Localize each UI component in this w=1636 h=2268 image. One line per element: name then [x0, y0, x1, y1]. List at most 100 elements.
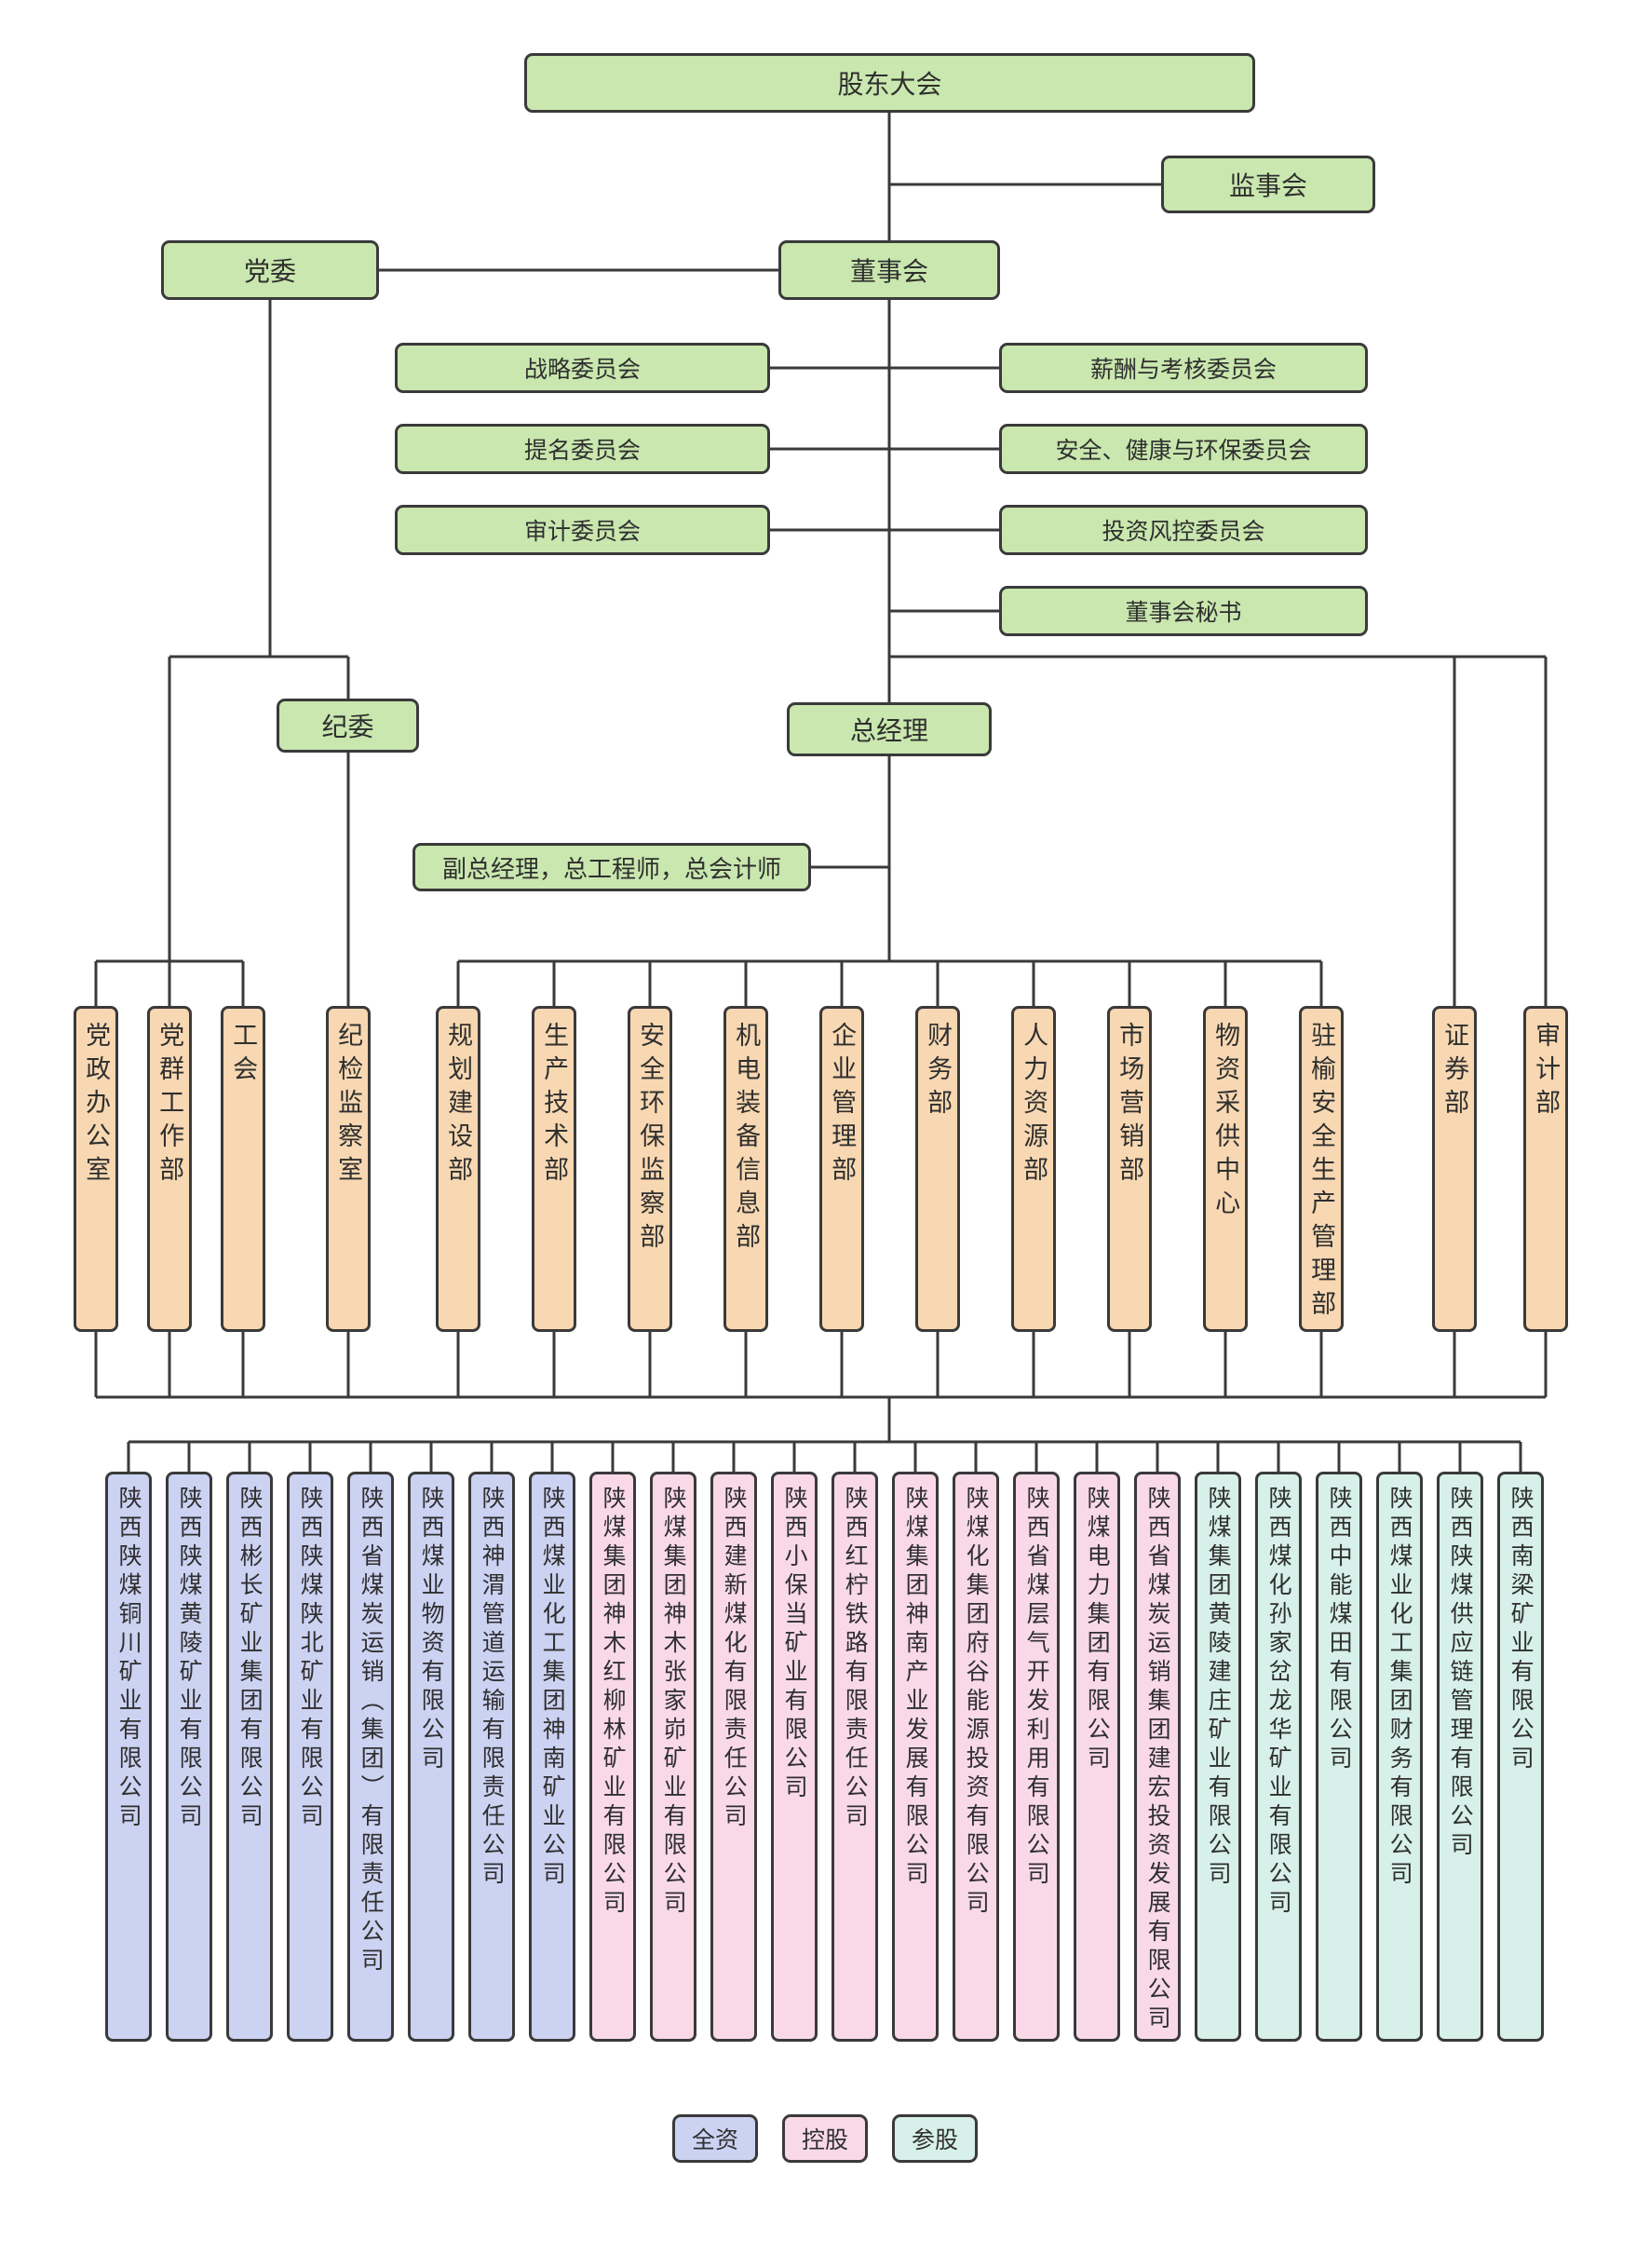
department-label: 规划建设部 [444, 1022, 473, 1189]
department-label: 物资采供中心 [1211, 1022, 1240, 1223]
box-label: 提名委员会 [523, 438, 641, 464]
subsidiary-box: 陕西陕煤铜川矿业有限公司 [105, 1472, 152, 2042]
box-strategy-committee: 战略委员会 [395, 343, 770, 393]
box-label: 审计委员会 [523, 519, 641, 545]
subsidiary-label: 陕煤集团神木张家峁矿业有限公司 [660, 1486, 687, 1919]
subsidiary-box: 陕西煤业化工集团神南矿业公司 [529, 1472, 575, 2042]
subsidiary-box: 陕西省煤炭运销（集团）有限责任公司 [347, 1472, 394, 2042]
subsidiary-label: 陕西陕煤陕北矿业有限公司 [297, 1486, 324, 1832]
subsidiary-box: 陕西彬长矿业集团有限公司 [226, 1472, 273, 2042]
department-box: 纪检监察室 [326, 1006, 371, 1332]
department-box: 规划建设部 [436, 1006, 480, 1332]
department-label: 审计部 [1532, 1022, 1561, 1122]
department-box: 驻榆安全生产管理部 [1299, 1006, 1344, 1332]
legend-equity-participation: 参股 [892, 2114, 978, 2163]
subsidiary-label: 陕西神渭管道运输有限责任公司 [479, 1486, 506, 1890]
box-label: 战略委员会 [523, 357, 641, 383]
subsidiary-box: 陕煤集团神木张家峁矿业有限公司 [650, 1472, 696, 2042]
subsidiary-label: 陕西陕煤黄陵矿业有限公司 [176, 1486, 203, 1832]
subsidiary-label: 陕西省煤层气开发利用有限公司 [1023, 1486, 1050, 1890]
box-label: 董事会 [849, 257, 928, 286]
box-shareholders-meeting: 股东大会 [524, 53, 1255, 113]
department-label: 安全环保监察部 [636, 1022, 665, 1256]
subsidiary-label: 陕煤化集团府谷能源投资有限公司 [963, 1486, 990, 1919]
subsidiary-label: 陕西煤化孙家岔龙华矿业有限公司 [1265, 1486, 1292, 1919]
subsidiary-box: 陕煤电力集团有限公司 [1074, 1472, 1120, 2042]
legend-wholly-owned: 全资 [672, 2114, 758, 2163]
department-label: 人力资源部 [1020, 1022, 1048, 1189]
box-audit-committee: 审计委员会 [395, 505, 770, 555]
subsidiary-box: 陕西陕煤供应链管理有限公司 [1437, 1472, 1483, 2042]
subsidiary-box: 陕西煤业化工集团财务有限公司 [1376, 1472, 1423, 2042]
subsidiary-label: 陕西彬长矿业集团有限公司 [237, 1486, 264, 1832]
subsidiary-label: 陕煤集团黄陵建庄矿业有限公司 [1205, 1486, 1232, 1890]
subsidiary-box: 陕西小保当矿业有限公司 [771, 1472, 818, 2042]
department-label: 生产技术部 [540, 1022, 569, 1189]
subsidiary-label: 陕西陕煤供应链管理有限公司 [1447, 1486, 1474, 1861]
department-box: 机电装备信息部 [723, 1006, 768, 1332]
box-board-of-directors: 董事会 [778, 240, 1000, 300]
box-label: 股东大会 [837, 70, 942, 99]
department-box: 党政办公室 [74, 1006, 118, 1332]
box-label: 安全、健康与环保委员会 [1055, 438, 1312, 464]
box-supervisory-board: 监事会 [1161, 156, 1375, 213]
subsidiary-label: 陕西小保当矿业有限公司 [781, 1486, 808, 1803]
department-label: 机电装备信息部 [732, 1022, 761, 1256]
department-label: 工会 [229, 1022, 258, 1089]
department-label: 证券部 [1440, 1022, 1469, 1122]
box-deputy-gm-chief-engineer-accountant: 副总经理，总工程师，总会计师 [412, 843, 811, 891]
department-box: 安全环保监察部 [628, 1006, 672, 1332]
department-label: 财务部 [924, 1022, 953, 1122]
subsidiary-label: 陕煤集团神南产业发展有限公司 [902, 1486, 929, 1890]
subsidiary-label: 陕西省煤炭运销（集团）有限责任公司 [358, 1486, 385, 1976]
department-box: 物资采供中心 [1203, 1006, 1248, 1332]
department-box: 市场营销部 [1107, 1006, 1152, 1332]
box-safety-health-env-committee: 安全、健康与环保委员会 [999, 424, 1368, 474]
subsidiary-box: 陕西建新煤化有限责任公司 [710, 1472, 757, 2042]
connector-path [94, 113, 1548, 1472]
department-box: 企业管理部 [819, 1006, 864, 1332]
department-box: 生产技术部 [532, 1006, 576, 1332]
subsidiary-label: 陕西煤业化工集团财务有限公司 [1386, 1486, 1413, 1890]
box-nomination-committee: 提名委员会 [395, 424, 770, 474]
department-label: 党政办公室 [82, 1022, 111, 1189]
subsidiary-label: 陕西煤业物资有限公司 [418, 1486, 445, 1774]
box-label: 总经理 [849, 716, 928, 745]
department-box: 党群工作部 [147, 1006, 192, 1332]
box-label: 投资风控委员会 [1102, 519, 1265, 545]
department-label: 驻榆安全生产管理部 [1307, 1022, 1336, 1324]
department-box: 审计部 [1523, 1006, 1568, 1332]
box-investment-risk-committee: 投资风控委员会 [999, 505, 1368, 555]
legend-holding: 控股 [782, 2114, 868, 2163]
subsidiary-box: 陕煤集团神木红柳林矿业有限公司 [589, 1472, 636, 2042]
subsidiary-box: 陕西中能煤田有限公司 [1316, 1472, 1362, 2042]
subsidiary-box: 陕西省煤炭运销集团建宏投资发展有限公司 [1134, 1472, 1181, 2042]
box-label: 副总经理，总工程师，总会计师 [441, 854, 781, 883]
department-box: 人力资源部 [1011, 1006, 1056, 1332]
box-party-committee: 党委 [161, 240, 379, 300]
subsidiary-box: 陕西神渭管道运输有限责任公司 [468, 1472, 515, 2042]
subsidiary-box: 陕西煤化孙家岔龙华矿业有限公司 [1255, 1472, 1302, 2042]
subsidiary-label: 陕西红柠铁路有限责任公司 [842, 1486, 869, 1832]
subsidiary-label: 陕煤电力集团有限公司 [1084, 1486, 1111, 1774]
subsidiary-box: 陕煤集团神南产业发展有限公司 [892, 1472, 939, 2042]
box-label: 薪酬与考核委员会 [1089, 357, 1277, 383]
department-label: 纪检监察室 [334, 1022, 363, 1189]
box-label: 纪委 [321, 713, 374, 741]
subsidiary-label: 陕西陕煤铜川矿业有限公司 [115, 1486, 142, 1832]
subsidiary-label: 陕西煤业化工集团神南矿业公司 [539, 1486, 566, 1890]
department-box: 工会 [221, 1006, 265, 1332]
box-label: 监事会 [1228, 171, 1307, 200]
legend-label: 参股 [911, 2127, 958, 2153]
department-label: 企业管理部 [828, 1022, 857, 1189]
box-label: 董事会秘书 [1125, 600, 1242, 626]
box-compensation-committee: 薪酬与考核委员会 [999, 343, 1368, 393]
legend-label: 控股 [801, 2127, 848, 2153]
subsidiary-label: 陕西建新煤化有限责任公司 [721, 1486, 748, 1832]
subsidiary-box: 陕西省煤层气开发利用有限公司 [1013, 1472, 1060, 2042]
subsidiary-box: 陕西陕煤黄陵矿业有限公司 [166, 1472, 212, 2042]
legend-label: 全资 [691, 2127, 738, 2153]
box-board-secretary: 董事会秘书 [999, 586, 1368, 636]
